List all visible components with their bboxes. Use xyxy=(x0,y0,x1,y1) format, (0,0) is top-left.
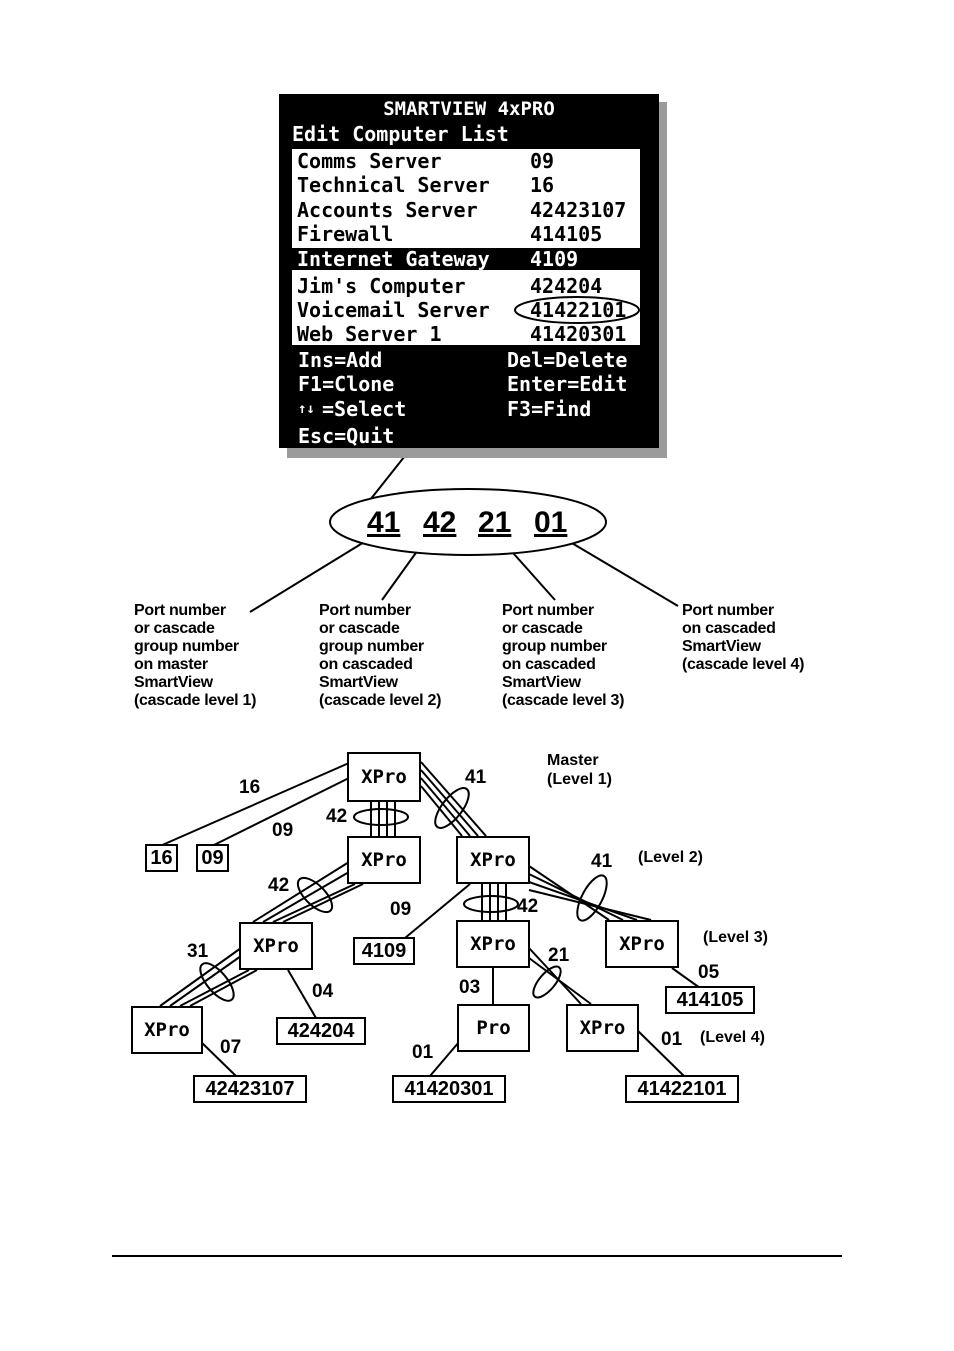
xpro-level4-far-left-node: XPro xyxy=(131,1006,203,1054)
help-add: Ins=Add xyxy=(298,348,383,372)
port-label-16: 16 xyxy=(239,777,261,798)
port-label-42: 42 xyxy=(517,896,539,917)
help-delete: Del=Delete xyxy=(507,348,628,372)
port-label-42: 42 xyxy=(326,806,348,827)
help-clone: F1=Clone xyxy=(298,372,395,396)
xpro-master-node: XPro xyxy=(347,752,421,802)
level-4-label: (Level 4) xyxy=(700,1029,765,1046)
port-label-01: 01 xyxy=(661,1029,683,1050)
arrows-icon: ↑↓ xyxy=(298,401,315,417)
port-label-42: 42 xyxy=(268,875,290,896)
computer-id-42423107: 42423107 xyxy=(193,1075,307,1103)
port-label-21: 21 xyxy=(548,945,570,966)
leader-line-1 xyxy=(249,535,375,613)
computer-id-09: 09 xyxy=(196,844,229,872)
xpro-level4-right-node: XPro xyxy=(566,1004,639,1052)
computer-id-16: 16 xyxy=(145,844,178,872)
page-bottom-rule xyxy=(112,1255,842,1257)
port-label-01: 01 xyxy=(412,1042,434,1063)
xpro-level3-left-node: XPro xyxy=(239,922,313,970)
segment-level-3: 21 xyxy=(478,506,512,539)
help-quit: Esc=Quit xyxy=(298,424,395,448)
port-label-07: 07 xyxy=(220,1037,242,1058)
port-label-03: 03 xyxy=(459,977,481,998)
segment-level-2: 42 xyxy=(423,506,457,539)
computer-id-4109: 4109 xyxy=(353,937,415,965)
port-label-09: 09 xyxy=(390,899,412,920)
computer-id-414105: 414105 xyxy=(665,986,755,1014)
highlight-ellipse xyxy=(514,296,640,324)
port-label-31: 31 xyxy=(187,941,209,962)
port-label-04: 04 xyxy=(312,981,334,1002)
xpro-level2-left-node: XPro xyxy=(347,836,421,884)
level-master-label: Master xyxy=(547,752,599,769)
level-3-label: (Level 3) xyxy=(703,929,768,946)
level-1-label: (Level 1) xyxy=(547,771,612,788)
computer-id-41422101: 41422101 xyxy=(625,1075,739,1103)
computer-id-424204: 424204 xyxy=(276,1017,366,1045)
help-select: =Select xyxy=(322,397,407,421)
port-label-41: 41 xyxy=(591,851,613,872)
port-label-05: 05 xyxy=(698,962,720,983)
help-find: F3=Find xyxy=(507,397,592,421)
xpro-level2-right-node: XPro xyxy=(456,836,530,884)
pro-level4-node: Pro xyxy=(457,1004,530,1052)
link-master-09 xyxy=(211,777,350,847)
osd-window: SMARTVIEW 4xPRO Edit Computer List Comms… xyxy=(279,94,659,448)
computer-id-41420301: 41420301 xyxy=(392,1075,506,1103)
xpro-level3-right-node: XPro xyxy=(605,920,679,968)
port-label-09: 09 xyxy=(272,820,294,841)
decode-ellipse xyxy=(329,488,607,556)
port-label-41: 41 xyxy=(465,767,487,788)
link-master-16 xyxy=(159,762,350,847)
xpro-level3-mid-node: XPro xyxy=(456,920,530,968)
segment-level-4: 01 xyxy=(534,506,568,539)
leader-line-4 xyxy=(559,535,679,607)
osd-subtitle: Edit Computer List xyxy=(292,122,509,146)
level-2-label: (Level 2) xyxy=(638,849,703,866)
osd-title: SMARTVIEW 4xPRO xyxy=(383,98,555,120)
segment-level-1: 41 xyxy=(367,506,401,539)
help-edit: Enter=Edit xyxy=(507,372,628,396)
